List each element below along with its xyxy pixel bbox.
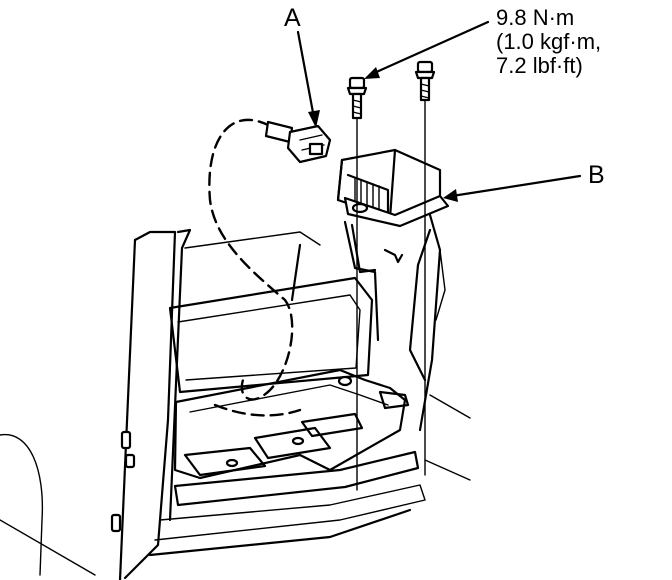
torque-spec-line2: (1.0 kgf·m,	[496, 29, 602, 54]
leader-b	[443, 174, 582, 202]
leader-torque	[364, 20, 490, 79]
control-unit-b	[336, 148, 450, 274]
bolt-right	[414, 60, 436, 476]
bolt-left	[346, 76, 368, 491]
inner-door-panel	[148, 276, 426, 557]
callout-label-b: B	[588, 161, 605, 189]
callout-label-a: A	[284, 4, 301, 32]
door-frame	[118, 213, 446, 580]
torque-spec: 9.8 N·m (1.0 kgf·m, 7.2 lbf·ft)	[496, 6, 601, 78]
torque-spec-line3: 7.2 lbf·ft)	[496, 53, 583, 78]
leader-a	[296, 30, 320, 128]
wire-harness-dashed-lower	[213, 403, 302, 417]
frame-slots	[110, 430, 136, 533]
body-panel-lines	[0, 394, 471, 576]
wire-harness-dashed	[208, 118, 294, 401]
torque-spec-line1: 9.8 N·m	[496, 5, 575, 30]
connector-a	[264, 120, 332, 164]
